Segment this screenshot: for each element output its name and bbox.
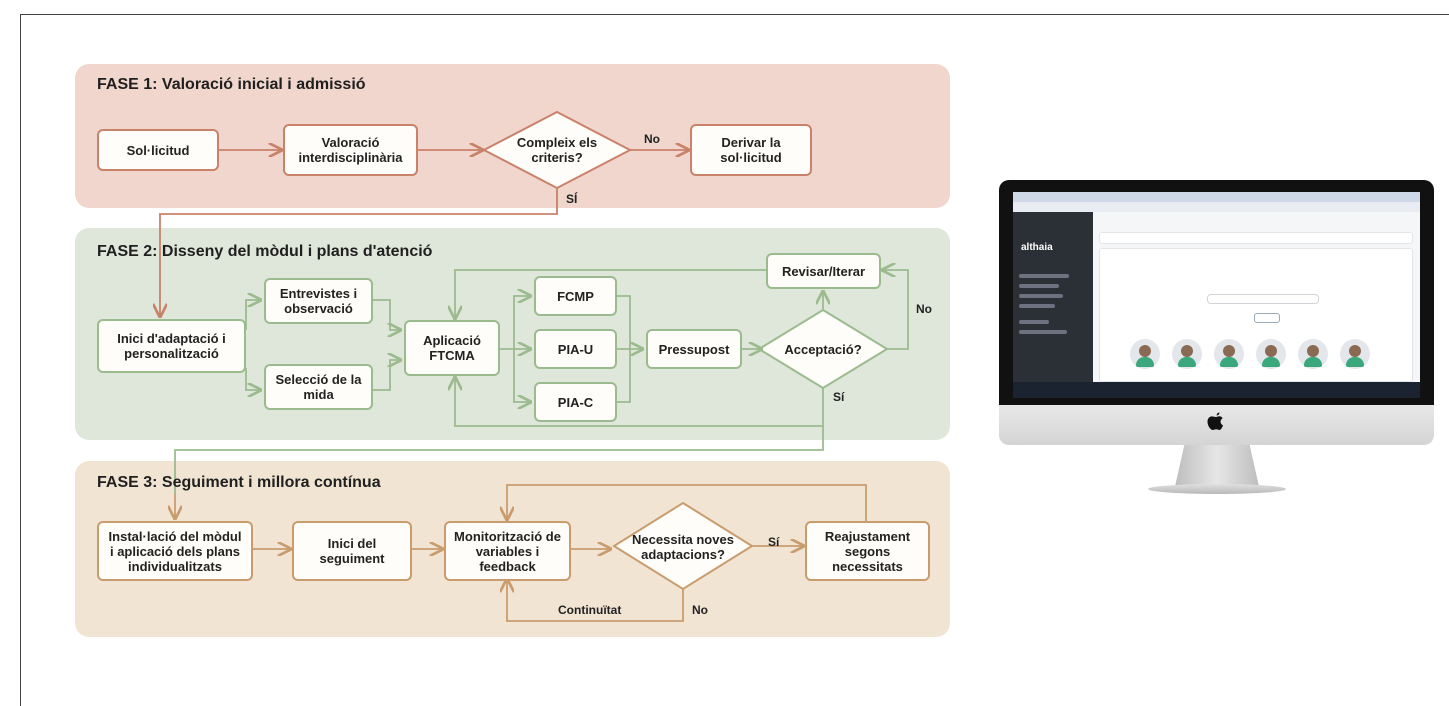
phase-3-title: FASE 3: Seguiment i millora contínua — [97, 474, 381, 491]
screen-button — [1254, 313, 1280, 323]
label-si-phase2: Sí — [833, 390, 845, 404]
screen-avatar — [1130, 339, 1160, 369]
outer-frame — [20, 14, 1449, 706]
node-derivar: Derivar la sol·licitud — [690, 124, 812, 176]
node-reajustament: Reajustament segons necessitats — [805, 521, 930, 581]
monitor-bezel: althaia — [999, 180, 1434, 405]
screen-sidebar-item — [1019, 284, 1059, 288]
node-valoracio: Valoració interdisciplinària — [283, 124, 418, 176]
decision-necessita: Necessita noves adaptacions? — [632, 532, 734, 562]
label-no-phase2: No — [916, 302, 932, 316]
screen-sidebar-item — [1019, 294, 1063, 298]
node-revisar-iterar: Revisar/Iterar — [766, 253, 881, 289]
node-pia-c: PIA-C — [534, 382, 617, 422]
screen-search — [1207, 294, 1319, 304]
node-fcmp: FCMP — [534, 276, 617, 316]
phase-2-title: FASE 2: Disseny del mòdul i plans d'aten… — [97, 243, 433, 260]
label-continuitat: Continuïtat — [558, 603, 622, 617]
screen-taskbar — [1013, 382, 1420, 398]
screen-logo: althaia — [1021, 242, 1053, 253]
monitor-stand — [1174, 445, 1260, 491]
node-pressupost: Pressupost — [646, 329, 742, 369]
node-installacio: Instal·lació del mòdul i aplicació dels … — [97, 521, 253, 581]
screen-avatar — [1256, 339, 1286, 369]
monitor-stand-base — [1148, 484, 1286, 494]
screen-avatar — [1340, 339, 1370, 369]
screen-sidebar-item — [1019, 274, 1069, 278]
apple-icon — [1207, 412, 1223, 430]
screen-filter-card — [1099, 232, 1413, 244]
screen-avatar — [1214, 339, 1244, 369]
decision-acceptacio: Acceptació? — [784, 341, 862, 357]
screen-sidebar-item — [1019, 304, 1055, 308]
node-entrevistes: Entrevistes i observació — [264, 278, 373, 324]
node-inici-adaptacio: Inici d'adaptació i personalització — [97, 319, 246, 373]
screen-sidebar-item — [1019, 330, 1067, 334]
node-aplicacio-ftcma: Aplicació FTCMA — [404, 320, 500, 376]
node-inici-seguiment: Inici del seguiment — [292, 521, 412, 581]
decision-criteris: Compleix els criteris? — [516, 135, 598, 165]
screen-tabbar — [1013, 192, 1420, 202]
screen-sidebar: althaia — [1013, 212, 1093, 382]
screen-avatar — [1298, 339, 1328, 369]
screen-sidebar-item — [1019, 320, 1049, 324]
label-no-phase3: No — [692, 603, 708, 617]
node-sollicitud: Sol·licitud — [97, 129, 219, 171]
node-monitoritzacio: Monitorització de variables i feedback — [444, 521, 571, 581]
screen-urlbar — [1013, 202, 1420, 212]
node-seleccio-mida: Selecció de la mida — [264, 364, 373, 410]
screen-avatar — [1172, 339, 1202, 369]
label-no-phase1: No — [644, 132, 660, 146]
label-si-phase3: Sí — [768, 535, 780, 549]
monitor-screen: althaia — [1013, 192, 1420, 398]
computer-monitor: althaia — [999, 180, 1434, 445]
phase-1-title: FASE 1: Valoració inicial i admissió — [97, 76, 366, 93]
screen-list-card — [1099, 248, 1413, 382]
label-si-phase1: SÍ — [566, 192, 578, 206]
node-pia-u: PIA-U — [534, 329, 617, 369]
screen-main — [1093, 212, 1420, 382]
